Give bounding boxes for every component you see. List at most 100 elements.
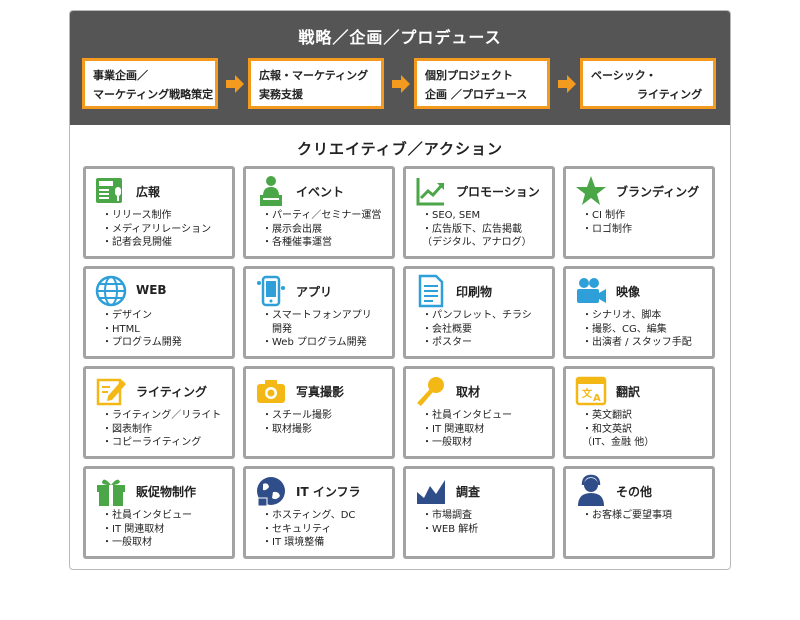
step-business-planning: 事業企画／ マーケティング戦略策定 bbox=[82, 58, 218, 109]
card-item: ・お客様ご要望事項 bbox=[582, 510, 672, 521]
card-item: ・一般取材 bbox=[102, 537, 152, 548]
card-items: ・SEO, SEM ・広告版下、広告掲載 （デジタル、アナログ） bbox=[422, 209, 532, 250]
card-title: その他 bbox=[616, 485, 653, 499]
step-project-produce: 個別プロジェクト 企画 ／プロデュース bbox=[414, 58, 550, 109]
step-line2: ライティング bbox=[637, 88, 703, 101]
service-card-promo-goods[interactable]: 販促物制作 ・社員インタビュー ・IT 関連取材 ・一般取材 bbox=[83, 466, 235, 559]
card-title: 映像 bbox=[616, 285, 641, 299]
service-card-interview[interactable]: 取材 ・社員インタビュー ・IT 関連取材 ・一般取材 bbox=[403, 366, 555, 459]
card-title: イベント bbox=[296, 185, 345, 199]
card-item: ・メディアリレーション bbox=[102, 223, 212, 235]
card-item: ・ホスティング、DC bbox=[262, 510, 356, 521]
card-item: ・ポスター bbox=[422, 337, 472, 348]
card-item: ・コピーライティング bbox=[102, 437, 202, 448]
card-item: ・出演者 / スタッフ手配 bbox=[582, 337, 692, 348]
card-items: ・スマートフォンアプリ 開発 ・Web プログラム開発 bbox=[262, 309, 372, 350]
step-basic-writing: ベーシック・ ライティング bbox=[580, 58, 716, 109]
service-card-photography[interactable]: 写真撮影 ・スチール撮影 ・取材撮影 bbox=[243, 366, 395, 459]
card-items: ・市場調査 ・WEB 解析 bbox=[422, 509, 478, 536]
card-items: ・ホスティング、DC ・セキュリティ ・IT 環境整備 bbox=[262, 509, 355, 550]
card-items: ・スチール撮影 ・取材撮影 bbox=[262, 409, 332, 436]
card-items: ・社員インタビュー ・IT 関連取材 ・一般取材 bbox=[102, 509, 192, 550]
video-camera-icon bbox=[577, 278, 606, 303]
microphone-icon bbox=[417, 377, 444, 406]
card-item: ・シナリオ、脚本 bbox=[582, 310, 662, 321]
service-card-research[interactable]: 調査 ・市場調査 ・WEB 解析 bbox=[403, 466, 555, 559]
card-item: ・スマートフォンアプリ bbox=[262, 310, 372, 321]
card-item: ・IT 環境整備 bbox=[262, 537, 325, 548]
card-title: 取材 bbox=[456, 385, 481, 399]
card-item: ・社員インタビュー bbox=[422, 410, 512, 421]
card-item: ・Web プログラム開発 bbox=[262, 337, 367, 348]
card-item: ・WEB 解析 bbox=[422, 523, 479, 535]
card-item: 開発 bbox=[272, 323, 292, 335]
card-item: ・社員インタビュー bbox=[102, 510, 192, 521]
arrow-right-icon bbox=[226, 75, 244, 93]
service-card-promotion[interactable]: プロモーション ・SEO, SEM ・広告版下、広告掲載 （デジタル、アナログ） bbox=[403, 166, 555, 259]
card-items: ・ライティング／リライト ・図表制作 ・コピーライティング bbox=[102, 409, 221, 450]
service-card-web[interactable]: WEB ・デザイン ・HTML ・プログラム開発 bbox=[83, 266, 235, 359]
growth-chart-icon bbox=[416, 178, 444, 206]
service-card-writing[interactable]: ライティング ・ライティング／リライト ・図表制作 ・コピーライティング bbox=[83, 366, 235, 459]
card-items: ・リリース制作 ・メディアリレーション ・記者会見開催 bbox=[102, 209, 211, 250]
card-item: （デジタル、アナログ） bbox=[422, 237, 532, 248]
service-card-it-infra[interactable]: IT インフラ ・ホスティング、DC ・セキュリティ ・IT 環境整備 bbox=[243, 466, 395, 559]
step-line2: 実務支援 bbox=[259, 88, 303, 101]
card-item: ・ライティング／リライト bbox=[102, 410, 222, 421]
service-card-print[interactable]: 印刷物 ・パンフレット、チラシ ・会社概要 ・ポスター bbox=[403, 266, 555, 359]
card-title: 写真撮影 bbox=[296, 385, 345, 399]
step-line1: 広報・マーケティング bbox=[259, 69, 369, 82]
card-items: ・社員インタビュー ・IT 関連取材 ・一般取材 bbox=[422, 409, 512, 450]
service-card-branding[interactable]: ブランディング ・CI 制作 ・ロゴ制作 bbox=[563, 166, 715, 259]
step-pr-marketing-support: 広報・マーケティング 実務支援 bbox=[248, 58, 384, 109]
service-card-event[interactable]: イベント ・パーティ／セミナー運営 ・展示会出展 ・各種催事運営 bbox=[243, 166, 395, 259]
service-card-translation[interactable]: 文 A 翻訳 ・英文翻訳 ・和文英訳 （IT、金融 他） bbox=[563, 366, 715, 459]
card-title: 印刷物 bbox=[456, 285, 493, 299]
card-item: ・デザイン bbox=[102, 310, 152, 321]
step-line2: 企画 ／プロデュース bbox=[425, 88, 528, 101]
card-item: ・パーティ／セミナー運営 bbox=[262, 210, 382, 221]
card-item: ・スチール撮影 bbox=[262, 410, 332, 421]
card-title: 広報 bbox=[136, 185, 161, 199]
service-card-video[interactable]: 映像 ・シナリオ、脚本 ・撮影、CG、編集 ・出演者 / スタッフ手配 bbox=[563, 266, 715, 359]
card-item: ・市場調査 bbox=[422, 510, 472, 521]
card-items: ・英文翻訳 ・和文英訳 （IT、金融 他） bbox=[582, 409, 654, 450]
step-line1: ベーシック・ bbox=[591, 69, 657, 82]
card-item: （IT、金融 他） bbox=[582, 437, 655, 448]
card-item: ・各種催事運営 bbox=[262, 237, 332, 248]
globe-icon bbox=[95, 275, 127, 307]
strategy-title: 戦略／企画／プロデュース bbox=[298, 28, 502, 47]
creative-action-title: クリエイティブ／アクション bbox=[296, 140, 504, 158]
camera-icon bbox=[257, 380, 285, 403]
press-icon bbox=[96, 178, 122, 203]
card-item: ・ロゴ制作 bbox=[582, 223, 632, 235]
service-card-app[interactable]: アプリ ・スマートフォンアプリ 開発 ・Web プログラム開発 bbox=[243, 266, 395, 359]
card-items: ・CI 制作 ・ロゴ制作 bbox=[582, 209, 632, 236]
writing-icon bbox=[96, 378, 126, 406]
event-speaker-icon bbox=[260, 176, 282, 206]
document-icon bbox=[418, 274, 444, 308]
step-line1: 個別プロジェクト bbox=[425, 69, 513, 82]
card-item: ・和文英訳 bbox=[582, 423, 632, 435]
translation-icon: 文 A bbox=[575, 376, 607, 406]
step-line2: マーケティング戦略策定 bbox=[93, 88, 214, 101]
card-item: ・SEO, SEM bbox=[422, 210, 481, 221]
card-item: ・IT 関連取材 bbox=[102, 523, 165, 535]
support-person-icon bbox=[578, 474, 604, 506]
card-title: ブランディング bbox=[616, 185, 700, 199]
card-title: アプリ bbox=[296, 285, 333, 299]
gift-icon bbox=[97, 479, 125, 506]
smartphone-icon bbox=[257, 275, 285, 307]
card-item: ・セキュリティ bbox=[262, 523, 332, 535]
arrow-right-icon bbox=[392, 75, 410, 93]
service-card-pr[interactable]: 広報 ・リリース制作 ・メディアリレーション ・記者会見開催 bbox=[83, 166, 235, 259]
services-panel: 戦略／企画／プロデュース 事業企画／ マーケティング戦略策定 広報・マーケティン… bbox=[69, 10, 731, 570]
arrow-right-icon bbox=[558, 75, 576, 93]
card-items: ・パンフレット、チラシ ・会社概要 ・ポスター bbox=[422, 309, 532, 350]
card-item: ・IT 関連取材 bbox=[422, 423, 485, 435]
svg-text:A: A bbox=[593, 393, 601, 404]
card-title: プロモーション bbox=[456, 185, 540, 199]
card-item: ・会社概要 bbox=[422, 323, 472, 335]
service-card-other[interactable]: その他 ・お客様ご要望事項 bbox=[563, 466, 715, 559]
star-icon bbox=[576, 176, 606, 205]
